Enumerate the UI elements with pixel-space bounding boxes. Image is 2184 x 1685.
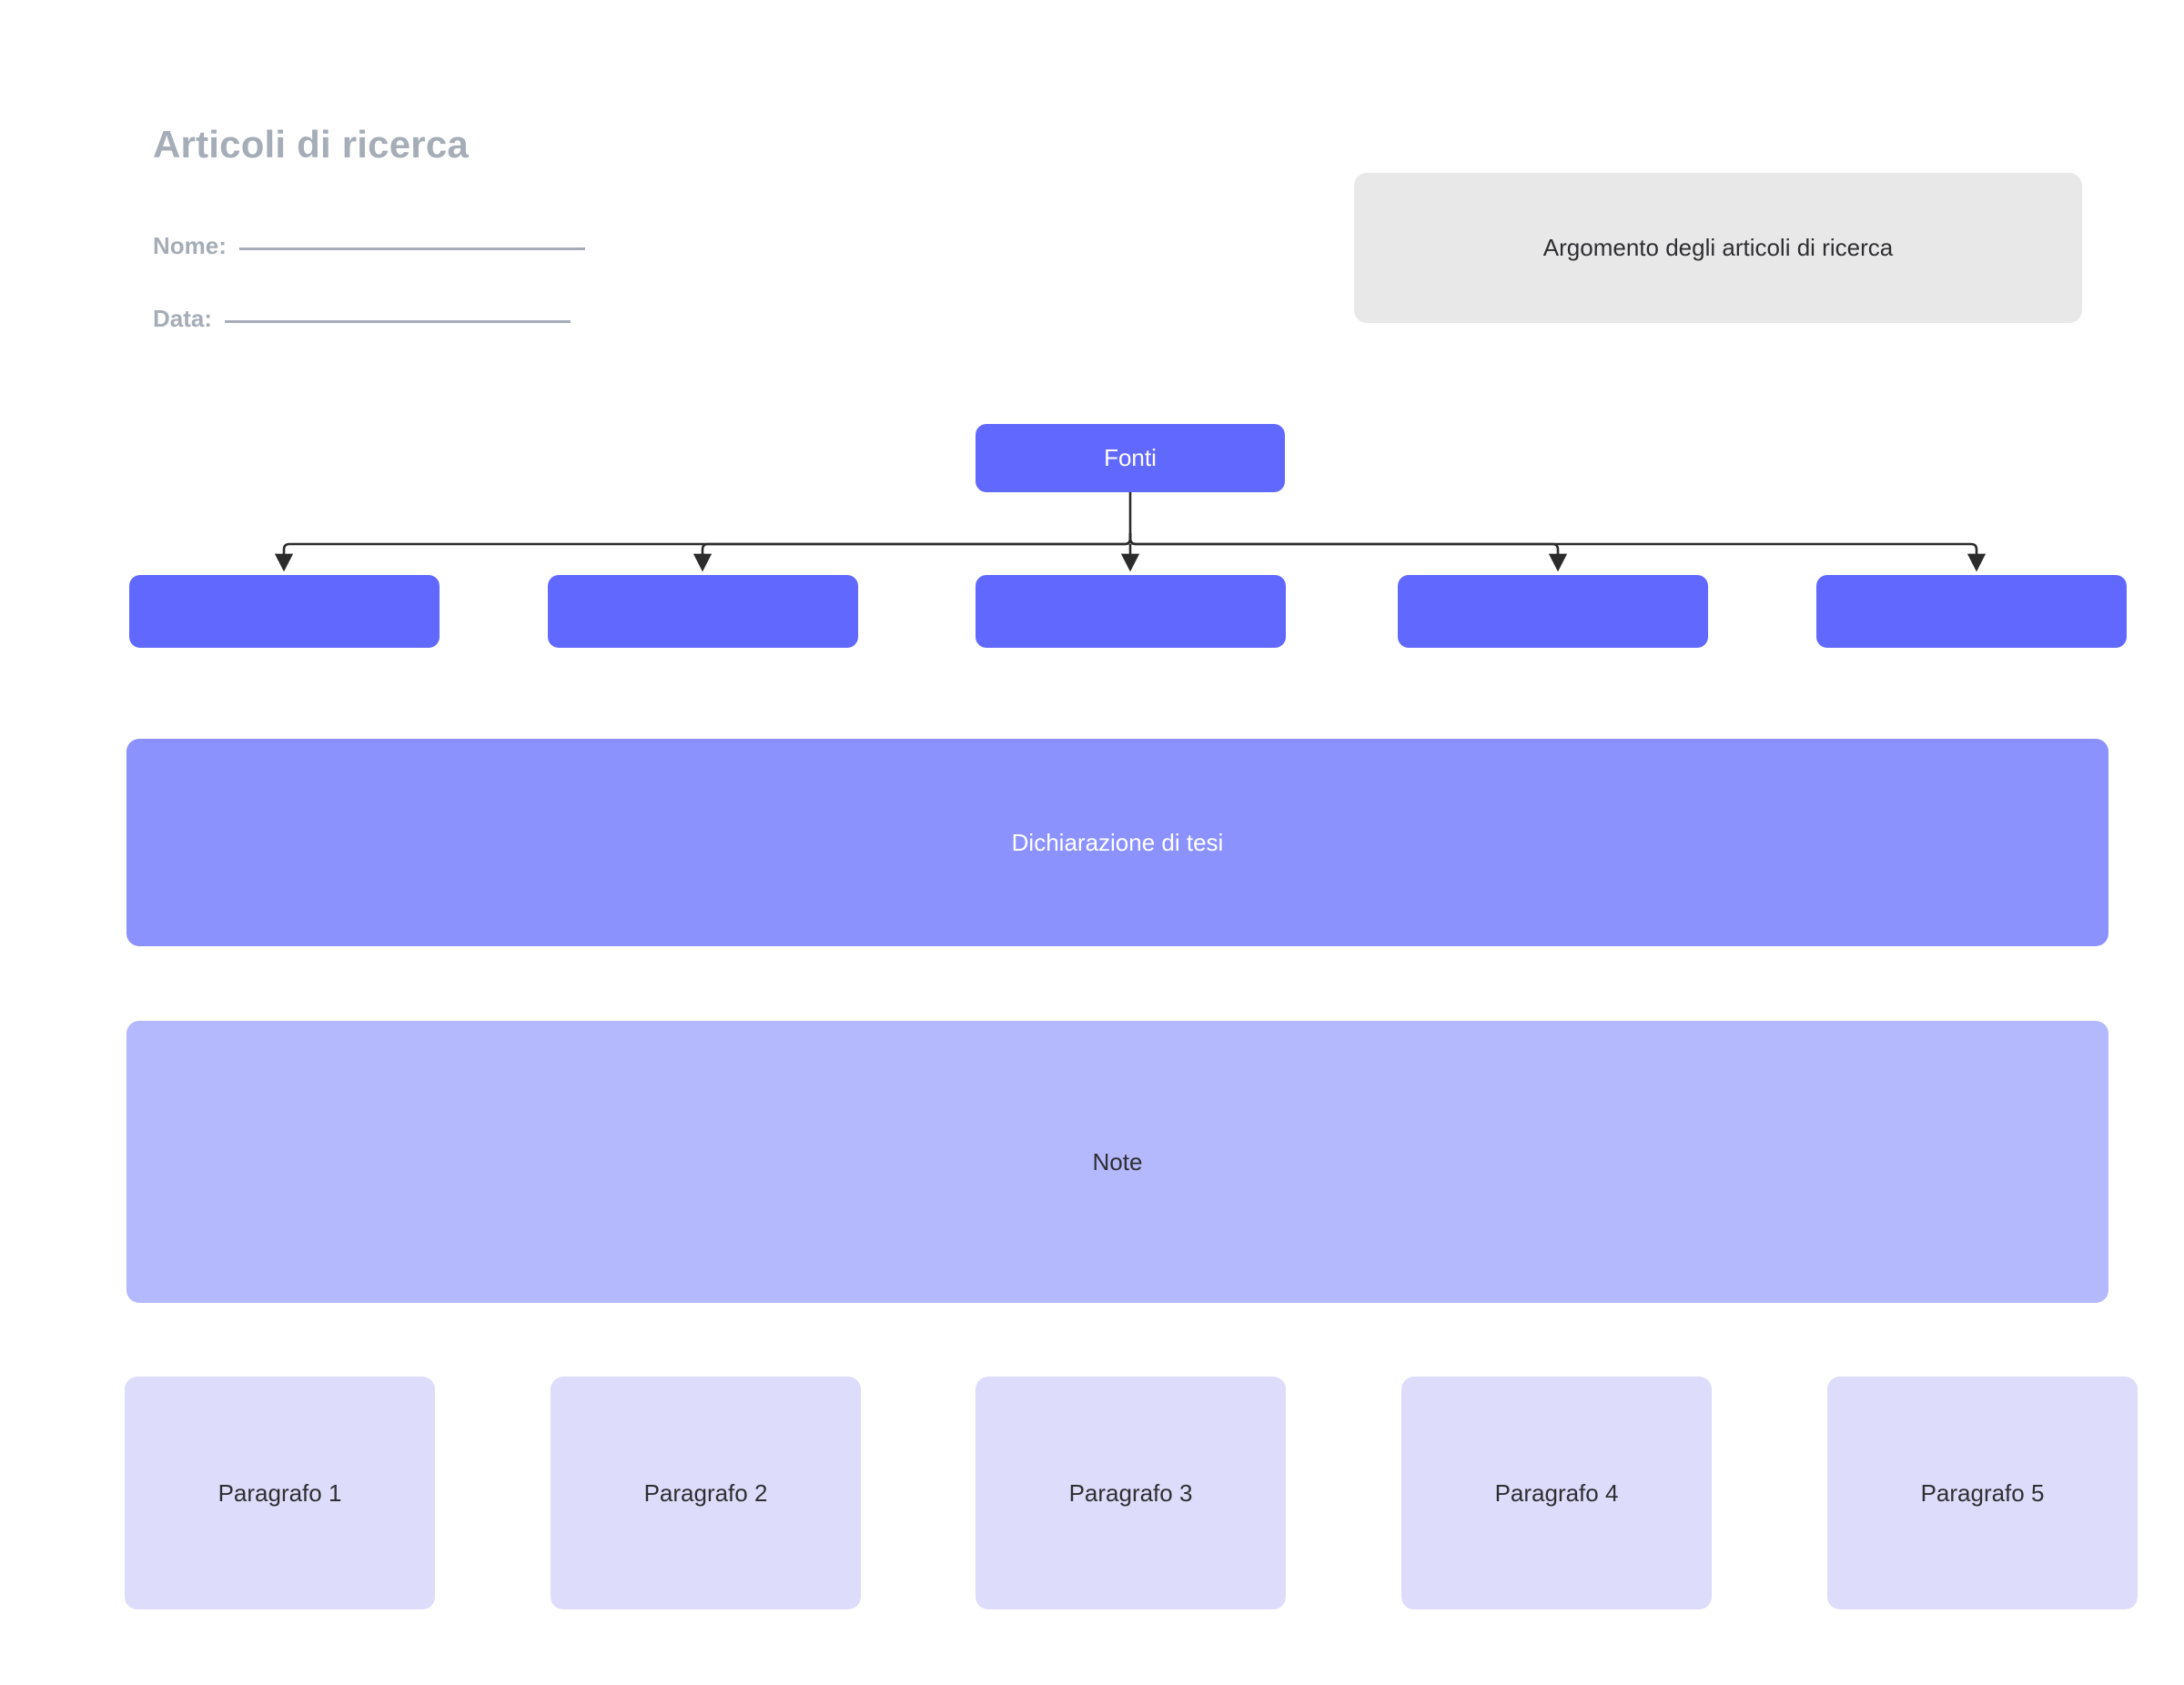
paragraph-card-5[interactable]: Paragrafo 5 <box>1827 1377 2138 1609</box>
topic-box-label: Argomento degli articoli di ricerca <box>1542 234 1894 261</box>
name-field-input[interactable] <box>238 247 585 250</box>
name-field-label: Nome: <box>153 232 227 259</box>
thesis-statement-label: Dichiarazione di tesi <box>1011 828 1224 856</box>
date-field-row: Data: <box>153 305 571 333</box>
notes-label: Note <box>1092 1147 1143 1175</box>
date-field-label: Data: <box>153 305 213 332</box>
thesis-statement-box[interactable]: Dichiarazione di tesi <box>126 739 2108 946</box>
paragraph-card-2[interactable]: Paragrafo 2 <box>551 1377 861 1609</box>
paragraph-card-4[interactable]: Paragrafo 4 <box>1401 1377 1712 1609</box>
topic-box[interactable]: Argomento degli articoli di ricerca <box>1354 173 2082 323</box>
paragraph-card-3[interactable]: Paragrafo 3 <box>976 1377 1286 1609</box>
page-title: Articoli di ricerca <box>153 123 469 166</box>
date-field-input[interactable] <box>225 319 571 323</box>
source-branch-box-3[interactable] <box>976 575 1286 648</box>
source-root-node[interactable]: Fonti <box>976 424 1285 492</box>
paragraph-card-1[interactable]: Paragrafo 1 <box>125 1377 435 1609</box>
source-branch-box-4[interactable] <box>1398 575 1708 648</box>
name-field-row: Nome: <box>153 232 585 260</box>
paragraph-card-label: Paragrafo 3 <box>1068 1478 1193 1507</box>
notes-box[interactable]: Note <box>126 1021 2108 1303</box>
source-branch-box-2[interactable] <box>548 575 858 648</box>
source-branch-box-1[interactable] <box>129 575 440 648</box>
paragraph-card-label: Paragrafo 1 <box>217 1478 342 1507</box>
paragraph-card-label: Paragrafo 5 <box>1920 1478 2045 1507</box>
paragraph-card-label: Paragrafo 2 <box>643 1478 768 1507</box>
paragraph-card-label: Paragrafo 4 <box>1494 1478 1619 1507</box>
source-branch-box-5[interactable] <box>1816 575 2127 648</box>
source-root-label: Fonti <box>1104 444 1157 471</box>
